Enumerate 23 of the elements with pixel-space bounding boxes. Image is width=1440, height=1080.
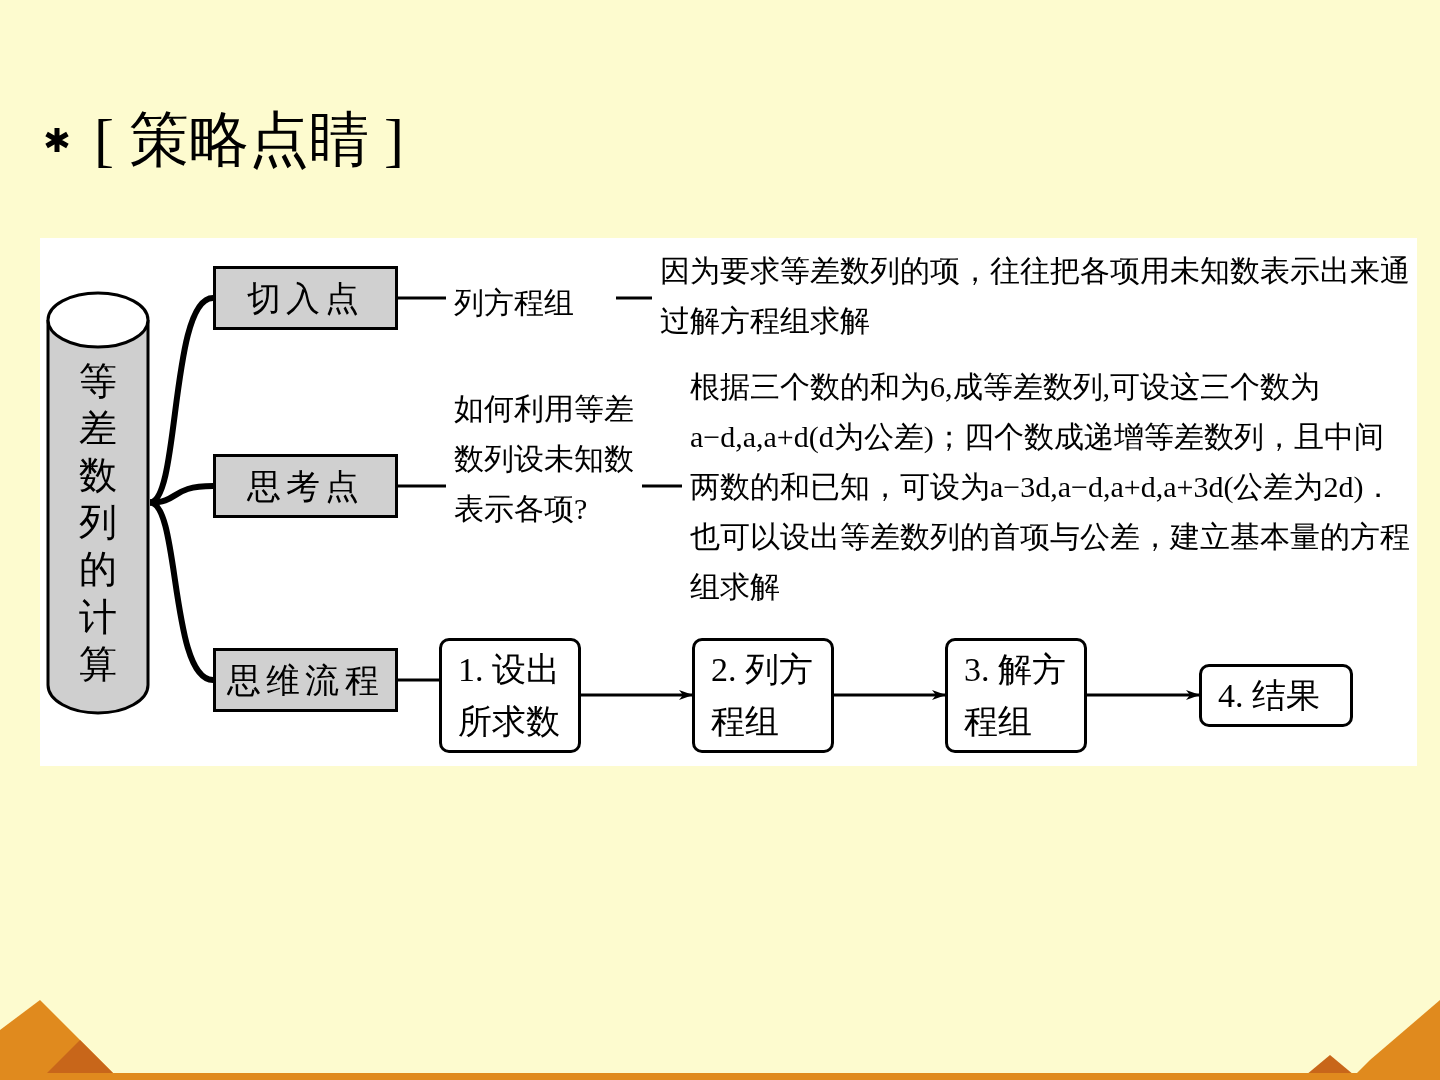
connector-line xyxy=(398,296,446,300)
step-box: 4. 结果 xyxy=(1199,664,1353,727)
connector-line xyxy=(642,484,682,488)
connector-line xyxy=(616,296,652,300)
category-box: 思考点 xyxy=(213,454,398,518)
step-box: 3. 解方程组 xyxy=(945,638,1087,753)
connector-line xyxy=(398,484,446,488)
category-box: 思维流程 xyxy=(213,648,398,712)
connector-line xyxy=(398,678,439,682)
arrow xyxy=(834,690,946,700)
connector-line xyxy=(148,499,214,683)
step-box: 1. 设出所求数 xyxy=(439,638,581,753)
connector-line xyxy=(149,483,214,506)
cylinder-label: 等差数列的计算 xyxy=(79,359,117,687)
arrow xyxy=(581,690,693,700)
note-text: 列方程组 xyxy=(446,278,616,318)
note-text: 如何利用等差数列设未知数表示各项? xyxy=(446,384,642,592)
step-box: 2. 列方程组 xyxy=(692,638,834,753)
slide-title: [ 策略点睛 ] xyxy=(94,110,404,170)
note-text: 因为要求等差数列的项，往往把各项用未知数表示出来通过解方程组求解 xyxy=(652,246,1410,346)
note-text: 根据三个数的和为6,成等差数列,可设这三个数为a−d,a,a+d(d为公差)；四个数成递增等差数列，且中间两数的和已知，可设为a−3d,a−d,a+d,a+3d(公差为2d)．也可以设出等差数列的首项与公差，建立基本量的方程组求解 xyxy=(682,362,1412,622)
arrow xyxy=(1087,690,1200,700)
category-box: 切入点 xyxy=(213,266,398,330)
